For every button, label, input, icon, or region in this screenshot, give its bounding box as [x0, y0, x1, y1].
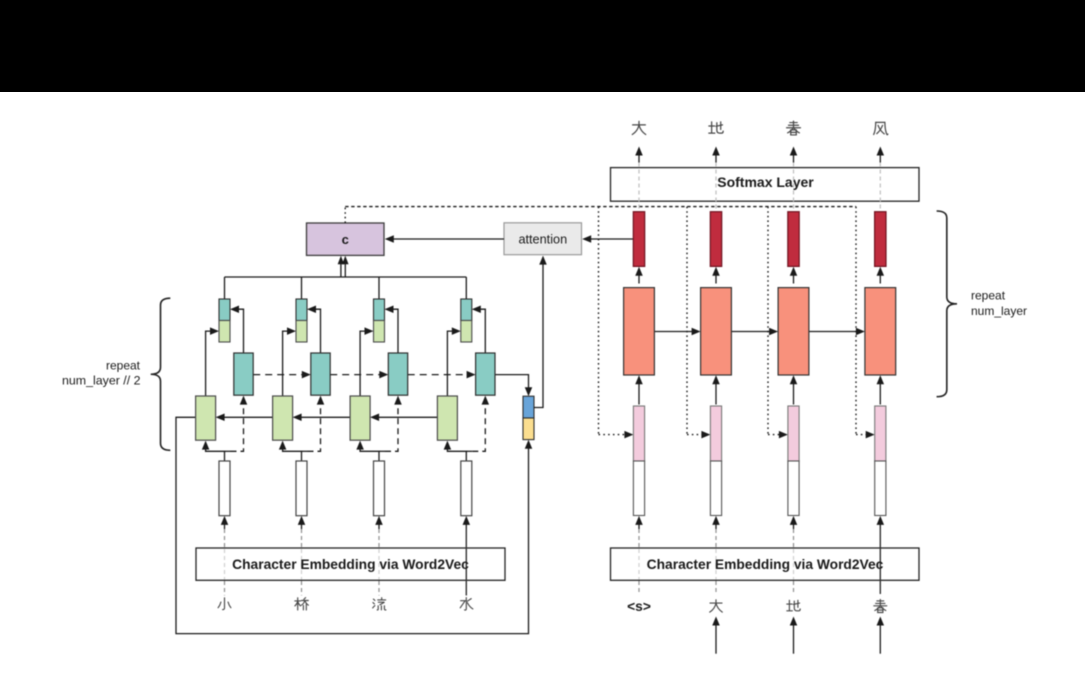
- svg-text:Character Embedding via Word2V: Character Embedding via Word2Vec: [647, 557, 884, 572]
- svg-text:repeat: repeat: [106, 359, 141, 373]
- svg-text:attention: attention: [518, 233, 567, 247]
- svg-text:<s>: <s>: [627, 599, 651, 614]
- svg-text:Softmax Layer: Softmax Layer: [717, 174, 814, 190]
- svg-text:repeat: repeat: [971, 289, 1006, 303]
- svg-text:num_layer: num_layer: [971, 304, 1027, 318]
- svg-text:num_layer // 2: num_layer // 2: [62, 374, 141, 388]
- svg-text:c: c: [342, 232, 349, 247]
- svg-text:Character Embedding via Word2V: Character Embedding via Word2Vec: [232, 557, 469, 572]
